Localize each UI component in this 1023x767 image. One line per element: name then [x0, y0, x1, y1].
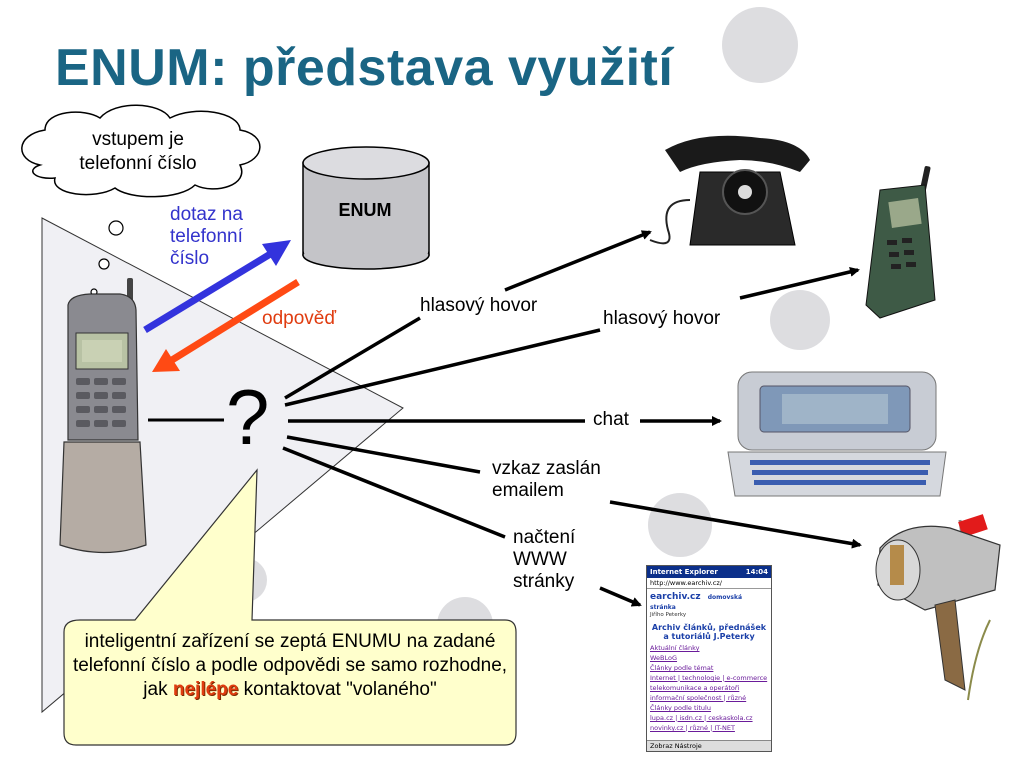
- callout-text: inteligentní zařízení se zeptá ENUMU na …: [64, 620, 516, 744]
- email-label-line-1: vzkaz zaslán: [492, 458, 601, 479]
- mobile-phone-left-icon: [59, 278, 147, 554]
- pda-heading: Archiv článků, přednášek a tutoriálů J.P…: [651, 623, 767, 641]
- query-label-line-2: telefonní: [170, 226, 243, 247]
- deco-circle: [770, 290, 830, 350]
- pda-link: novinky.cz | různé | IT-NET: [650, 724, 735, 732]
- pda-browser-name: Internet Explorer: [650, 568, 718, 576]
- email-label-line-2: emailem: [492, 480, 564, 501]
- www-label-line-3: stránky: [513, 571, 575, 592]
- query-label-line-1: dotaz na: [170, 204, 243, 225]
- pda-link: informační společnost | různé: [650, 694, 747, 702]
- pda-home-link: domovská stránka: [650, 594, 743, 611]
- cloud-label: vstupem je telefonní číslo: [38, 128, 238, 176]
- enum-database: [302, 146, 430, 270]
- pda-link: WeBLoG: [650, 654, 678, 662]
- question-mark: ?: [226, 373, 270, 461]
- chat-label: chat: [593, 409, 629, 430]
- callout-highlight: nejlépe: [172, 679, 239, 700]
- query-label-line-3: číslo: [170, 248, 210, 269]
- pda-link: Aktuální články: [650, 644, 700, 652]
- pda-link: Internet | technologie | e-commerce: [650, 674, 768, 682]
- callout-text-after: kontaktovat "volaného": [238, 679, 437, 700]
- www-label: načtení WWW stránky: [513, 527, 575, 593]
- pda-logo-subtitle: Jiřího Peterky: [650, 612, 687, 618]
- deco-circle: [722, 7, 798, 83]
- connection-lines: [282, 316, 601, 539]
- answer-label: odpověď: [262, 308, 337, 329]
- voice-call-label-1: hlasový hovor: [420, 295, 538, 316]
- email-label: vzkaz zaslán emailem: [492, 458, 601, 502]
- pda-logo: earchiv.cz domovská stránka Jiřího Peter…: [647, 589, 771, 621]
- mailbox-icon: [875, 514, 1001, 701]
- deco-circle: [648, 493, 712, 557]
- slide-title: ENUM: představa využití: [55, 39, 674, 97]
- pocket-pc-browser-icon: Internet Explorer 14:04 http://www.earch…: [646, 565, 772, 752]
- query-arrow: [143, 240, 291, 333]
- device-arrows: [504, 230, 862, 607]
- pda-link: telekomunikace a operátoři: [650, 684, 740, 692]
- desk-phone-icon: [649, 135, 810, 246]
- pda-title-bar: Internet Explorer 14:04: [647, 566, 771, 578]
- pda-logo-text: earchiv.cz: [650, 592, 701, 602]
- www-label-line-1: načtení: [513, 527, 576, 548]
- cloud-line-2: telefonní číslo: [79, 153, 197, 174]
- pda-link: lupa.cz | isdn.cz | ceskaskola.cz: [650, 714, 753, 722]
- pda-link: Články podle titulu: [650, 704, 711, 712]
- enum-label: ENUM: [338, 200, 392, 220]
- answer-arrow: [152, 279, 300, 372]
- mobile-phone-right-icon: [865, 166, 936, 319]
- callout-box: [63, 468, 517, 746]
- pda-time: 14:04: [745, 568, 768, 576]
- cloud-line-1: vstupem je: [92, 129, 184, 150]
- pda-link: Články podle témat: [650, 664, 714, 672]
- callout-text-before: inteligentní zařízení se zeptá ENUMU na …: [72, 631, 508, 700]
- pda-toolbar: Zobraz Nástroje: [647, 740, 771, 751]
- voice-call-label-2: hlasový hovor: [603, 308, 721, 329]
- query-label: dotaz na telefonní číslo: [170, 204, 243, 270]
- www-label-line-2: WWW: [513, 549, 567, 570]
- pocket-organizer-icon: [727, 371, 947, 497]
- thought-cloud: [21, 104, 261, 296]
- pda-url-bar: http://www.earchiv.cz/: [647, 578, 771, 589]
